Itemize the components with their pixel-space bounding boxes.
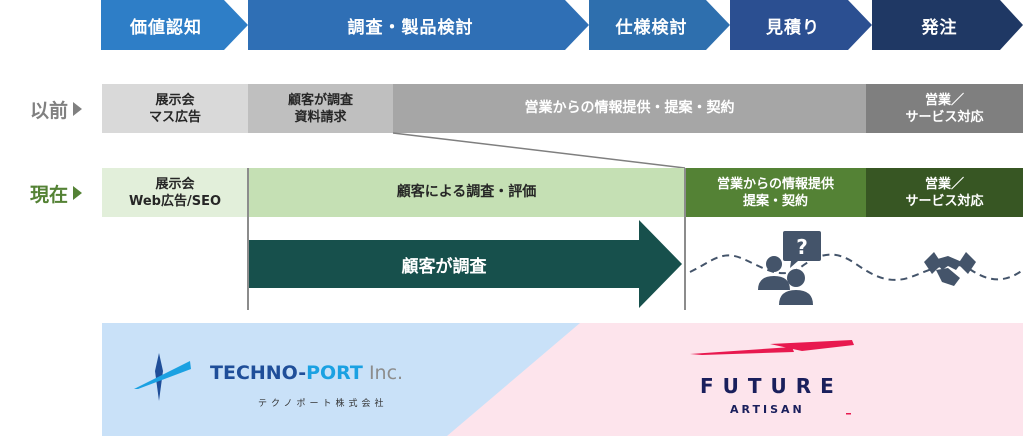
before-cell-customer-research: 顧客が調査 資料請求 (248, 84, 393, 133)
now-cell-exhibition-web: 展示会 Web広告/SEO (102, 168, 248, 217)
triangle-right-icon (73, 186, 83, 200)
arrow-label: 顧客が調査 (401, 256, 487, 277)
cell-text: 営業／ サービス対応 (905, 92, 984, 125)
phase-label: 仕様検討 (615, 17, 688, 38)
future-artisan-logo-mark (690, 340, 854, 415)
techno-port-logo-mark (134, 353, 191, 401)
wordmark-part: PORT (306, 362, 363, 384)
wordmark-part: TECHNO- (210, 362, 307, 384)
arrow-shape (249, 220, 682, 308)
phase-label: 見積り (766, 17, 820, 38)
customer-research-arrow (249, 220, 682, 308)
cell-text: 営業からの情報提供 提案・契約 (716, 176, 834, 209)
dashed-wave-line (689, 253, 1023, 281)
row-label-text: 以前 (30, 99, 69, 122)
now-cell-customer-evaluation: 顧客による調査・評価 (248, 168, 685, 217)
before-cell-exhibition: 展示会 マス広告 (102, 84, 248, 133)
before-cell-sales-service: 営業／ サービス対応 (866, 84, 1023, 133)
logo-banner (102, 323, 1023, 436)
svg-text:?: ? (796, 235, 808, 259)
future-artisan-subtitle: ARTISAN (730, 403, 805, 416)
techno-port-subtitle: テクノポート株式会社 (258, 399, 388, 409)
divider-line (684, 168, 686, 310)
future-artisan-wordmark: FUTURE (700, 374, 843, 398)
cell-text: 営業からの情報提供・提案・契約 (524, 100, 735, 116)
phase-label: 発注 (921, 17, 958, 38)
phase-chevron-estimate (730, 0, 872, 50)
row-label-now: 現在 (30, 178, 83, 208)
techno-port-wordmark: TECHNO-PORT Inc. (210, 362, 403, 384)
now-cell-sales-info: 営業からの情報提供 提案・契約 (685, 168, 866, 217)
before-cell-sales-info: 営業からの情報提供・提案・契約 (393, 84, 866, 133)
phase-chevron-spec (589, 0, 730, 50)
cell-text: 展示会 Web広告/SEO (128, 176, 222, 209)
cell-text: 営業／ サービス対応 (905, 176, 984, 209)
phase-chevrons (101, 0, 1023, 50)
phase-chevron-research (248, 0, 589, 50)
triangle-right-icon (73, 102, 83, 116)
now-cell-sales-service: 営業／ サービス対応 (866, 168, 1023, 217)
banner-right-bg (447, 323, 1023, 436)
cell-text: 顧客による調査・評価 (396, 184, 537, 200)
cell-text: 展示会 マス広告 (148, 92, 201, 125)
shift-connector-line (392, 132, 686, 169)
wordmark-part: Inc. (362, 362, 404, 384)
people-question-icon: ? (758, 231, 821, 305)
journey-illustration: ? (689, 231, 1023, 305)
row-label-before: 以前 (30, 94, 83, 124)
phase-chevron-order (872, 0, 1023, 50)
row-label-text: 現在 (30, 183, 69, 206)
handshake-icon (924, 252, 976, 286)
phase-label: 価値認知 (130, 17, 202, 38)
cell-text: 顧客が調査 資料請求 (287, 92, 353, 125)
divider-line (247, 168, 249, 310)
phase-chevron-awareness (101, 0, 248, 50)
phase-label: 調査・製品検討 (347, 17, 474, 38)
